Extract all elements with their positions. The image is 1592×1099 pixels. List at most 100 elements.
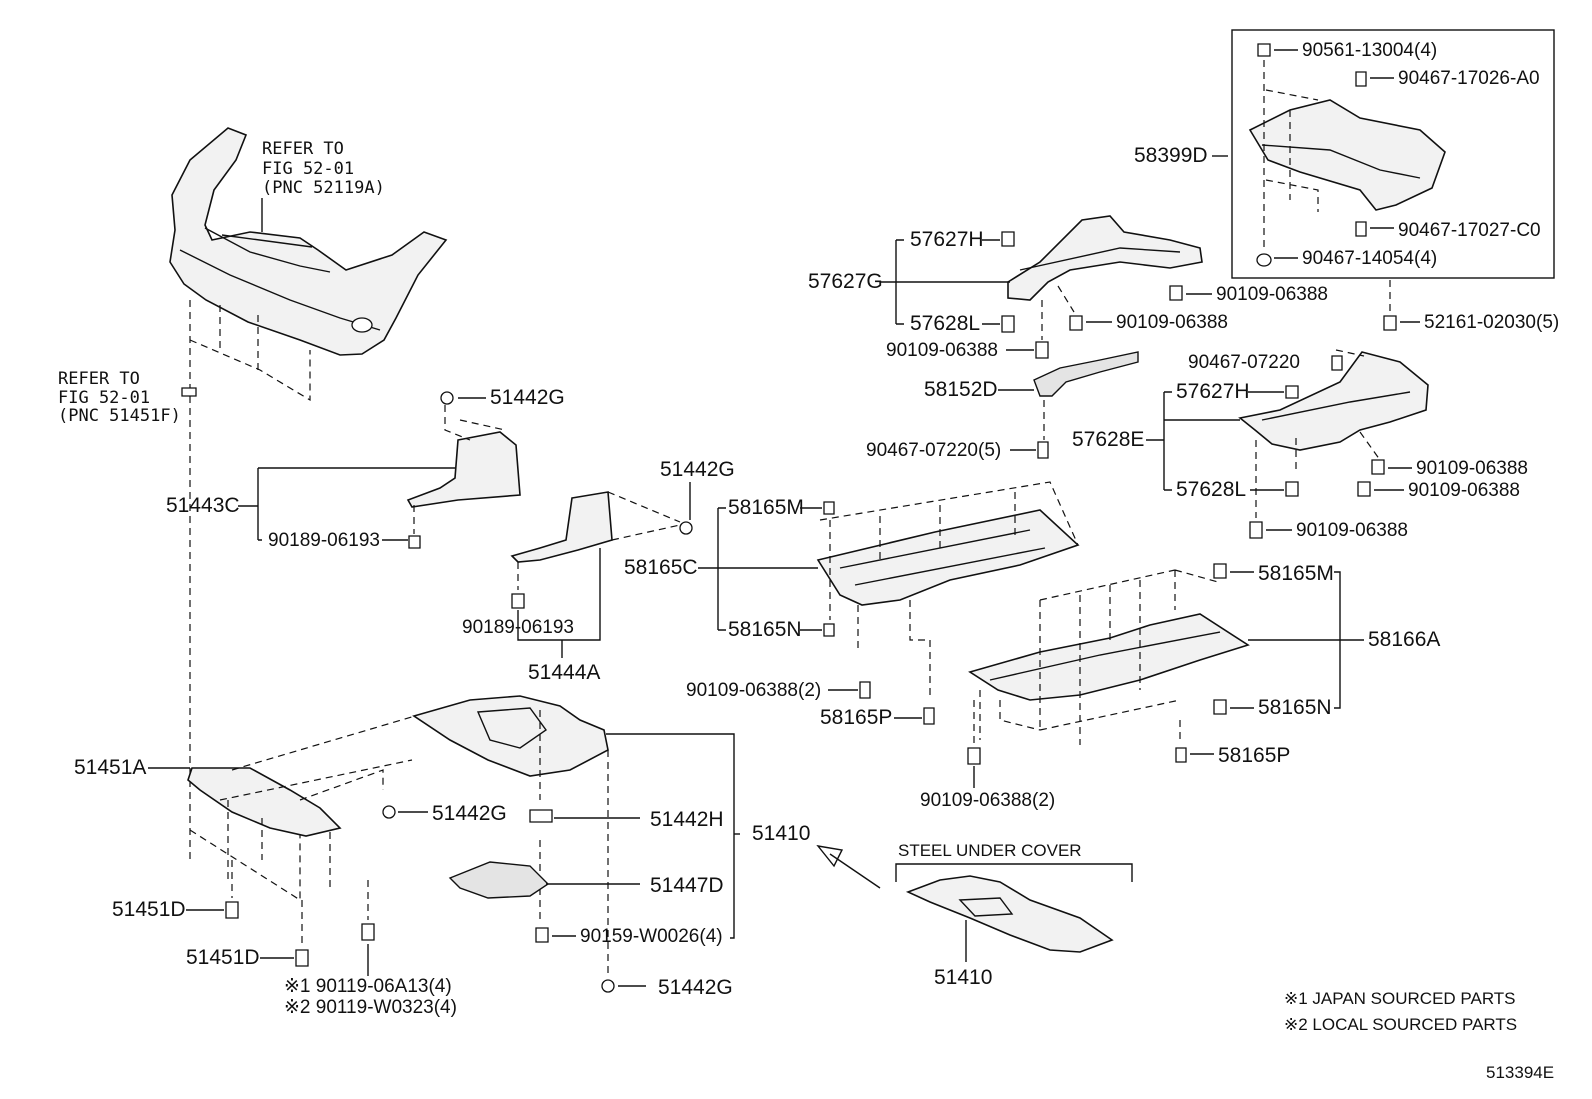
bolt-90109-b-icon — [1069, 315, 1083, 331]
refer-bumper-line1: REFER TO — [262, 139, 344, 159]
label-57628L-a: 57628L — [910, 312, 980, 335]
clip-90561-icon — [1257, 43, 1271, 57]
label-51442G-c: 51442G — [432, 802, 507, 825]
nut-51442H-icon — [529, 809, 553, 823]
clip-52161-icon — [1383, 315, 1397, 331]
label-90159: 90159-W0026(4) — [580, 926, 723, 947]
refer-bumper-line3: (PNC 52119A) — [262, 178, 385, 198]
label-90109-d: 90109-06388 — [1416, 458, 1528, 479]
label-90119-2: ※2 90119-W0323(4) — [284, 997, 457, 1018]
label-57627G: 57627G — [808, 270, 883, 293]
refer-bracket-line1: REFER TO — [58, 369, 140, 389]
part-58152D-illustration — [1033, 351, 1139, 397]
label-58152D: 58152D — [924, 378, 998, 401]
clip-58165M-a-icon — [823, 501, 835, 515]
label-90467-14054: 90467-14054(4) — [1302, 248, 1437, 269]
label-90109-f: 90109-06388 — [1296, 520, 1408, 541]
clip-90189-a-icon — [408, 535, 421, 549]
bolt-90467-17027-icon — [1355, 221, 1367, 237]
label-90109-2b: 90109-06388(2) — [920, 790, 1055, 811]
bolt-90467-07220-5-icon — [1037, 441, 1049, 459]
part-58166A-illustration — [968, 569, 1250, 745]
bolt-90109-f-icon — [1249, 521, 1263, 539]
clip-57628L-a-icon — [1001, 315, 1015, 333]
bolt-90109-c-icon — [1035, 341, 1049, 359]
part-51447D-illustration — [448, 861, 550, 899]
label-90561: 90561-13004(4) — [1302, 40, 1437, 61]
label-90119-1: ※1 90119-06A13(4) — [284, 976, 452, 997]
part-58399D-illustration — [1248, 60, 1446, 250]
bolt-51451D-a-icon — [225, 901, 239, 919]
kit-58399D-box — [1231, 29, 1555, 279]
label-51451A: 51451A — [74, 756, 146, 779]
part-57627G-illustration — [1007, 215, 1203, 301]
clip-58165N-b-icon — [1213, 699, 1227, 715]
label-51410-b: 51410 — [934, 966, 992, 989]
label-51444A: 51444A — [528, 661, 600, 684]
bolt-51451D-b-icon — [295, 949, 309, 967]
refer-bracket-line2: FIG 52-01 — [58, 388, 150, 408]
label-steel-under-cover: STEEL UNDER COVER — [898, 841, 1082, 860]
clip-57627H-a-icon — [1001, 231, 1015, 247]
label-52161: 52161-02030(5) — [1424, 312, 1559, 333]
bolt-90109-2b-icon — [967, 747, 981, 765]
clip-58165N-a-icon — [823, 623, 835, 637]
label-90467-17026: 90467-17026-A0 — [1398, 68, 1540, 89]
label-51410-a: 51410 — [752, 822, 810, 845]
bolt-90109-e-icon — [1357, 481, 1371, 497]
part-51410-steel-illustration — [905, 875, 1114, 953]
label-51442G-b: 51442G — [660, 458, 735, 481]
label-58166A: 58166A — [1368, 628, 1440, 651]
part-57628E-illustration — [1238, 349, 1429, 474]
part-58165C-illustration — [816, 481, 1080, 700]
label-51442G-d: 51442G — [658, 976, 733, 999]
clip-51442G-c-icon — [382, 805, 396, 819]
label-57627H-b: 57627H — [1176, 380, 1250, 403]
part-51410-illustration — [412, 695, 609, 975]
note-japan-sourced: ※1 JAPAN SOURCED PARTS — [1284, 989, 1516, 1008]
label-58399D: 58399D — [1134, 144, 1208, 167]
label-90109-b: 90109-06388 — [1116, 312, 1228, 333]
refer-bumper-line2: FIG 52-01 — [262, 159, 354, 179]
bolt-90467-17026-icon — [1355, 71, 1367, 87]
label-58165C: 58165C — [624, 556, 698, 579]
bolt-90119-icon — [361, 923, 375, 941]
direction-arrow-shaft — [829, 853, 881, 889]
clip-51442G-d-icon — [601, 979, 615, 993]
label-90189-a: 90189-06193 — [268, 530, 380, 551]
label-90109-a: 90109-06388 — [1216, 284, 1328, 305]
label-90109-e: 90109-06388 — [1408, 480, 1520, 501]
clip-57628L-b-icon — [1285, 481, 1299, 497]
label-58165N-a: 58165N — [728, 618, 802, 641]
label-51442H: 51442H — [650, 808, 724, 831]
bolt-90109-a-icon — [1169, 285, 1183, 301]
label-58165P-a: 58165P — [820, 706, 892, 729]
label-51447D: 51447D — [650, 874, 724, 897]
label-58165M-a: 58165M — [728, 496, 804, 519]
label-90109-c: 90109-06388 — [886, 340, 998, 361]
part-51444A-illustration — [510, 491, 681, 590]
label-58165M-b: 58165M — [1258, 562, 1334, 585]
bolt-90467-07220-icon — [1331, 355, 1343, 371]
clip-90189-b-icon — [511, 593, 525, 609]
bolt-90109-d-icon — [1371, 459, 1385, 475]
label-58165N-b: 58165N — [1258, 696, 1332, 719]
label-51451D-b: 51451D — [186, 946, 260, 969]
note-local-sourced: ※2 LOCAL SOURCED PARTS — [1284, 1015, 1517, 1034]
bolt-90159-icon — [535, 927, 549, 943]
part-51451A-illustration — [187, 715, 416, 902]
clip-58165P-b-icon — [1175, 747, 1187, 763]
label-90467-07220: 90467-07220 — [1188, 352, 1300, 373]
label-57628E: 57628E — [1072, 428, 1144, 451]
label-90467-17027: 90467-17027-C0 — [1398, 220, 1541, 241]
clip-51442G-b-icon — [679, 521, 693, 535]
bolt-90109-2a-icon — [859, 681, 871, 699]
clip-57627H-b-icon — [1285, 385, 1299, 399]
label-57628L-b: 57628L — [1176, 478, 1246, 501]
label-57627H-a: 57627H — [910, 228, 984, 251]
front-bumper-illustration — [169, 127, 448, 356]
clip-58165M-b-icon — [1213, 563, 1227, 579]
figure-id: 513394E — [1486, 1063, 1554, 1082]
clip-58165P-a-icon — [923, 707, 935, 725]
